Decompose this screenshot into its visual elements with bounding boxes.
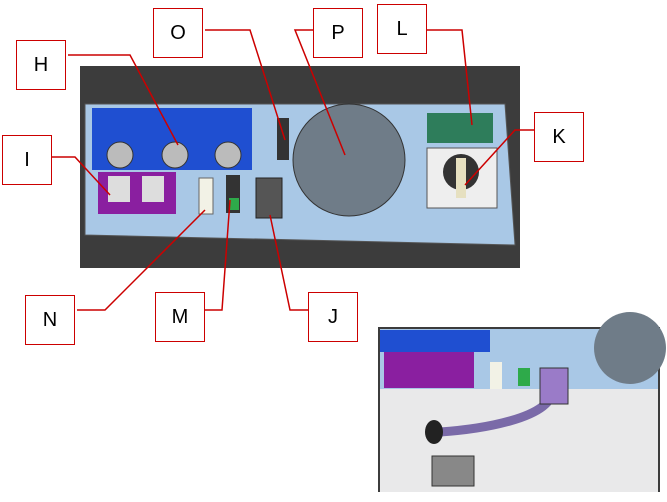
callout-label-o: O — [153, 8, 203, 58]
inset-image — [378, 312, 666, 492]
main-unit — [80, 66, 520, 268]
callout-label-h: H — [16, 40, 66, 90]
fan — [292, 103, 406, 217]
callout-label-l: L — [377, 4, 427, 54]
power-inlet — [255, 177, 283, 219]
callout-label-n: N — [25, 295, 75, 345]
callout-label-m: M — [155, 292, 205, 342]
callout-label-j: J — [308, 292, 358, 342]
callout-label-i: I — [2, 135, 52, 185]
callout-label-p: P — [313, 8, 363, 58]
callout-lines — [52, 29, 534, 311]
callout-label-k: K — [534, 112, 584, 162]
